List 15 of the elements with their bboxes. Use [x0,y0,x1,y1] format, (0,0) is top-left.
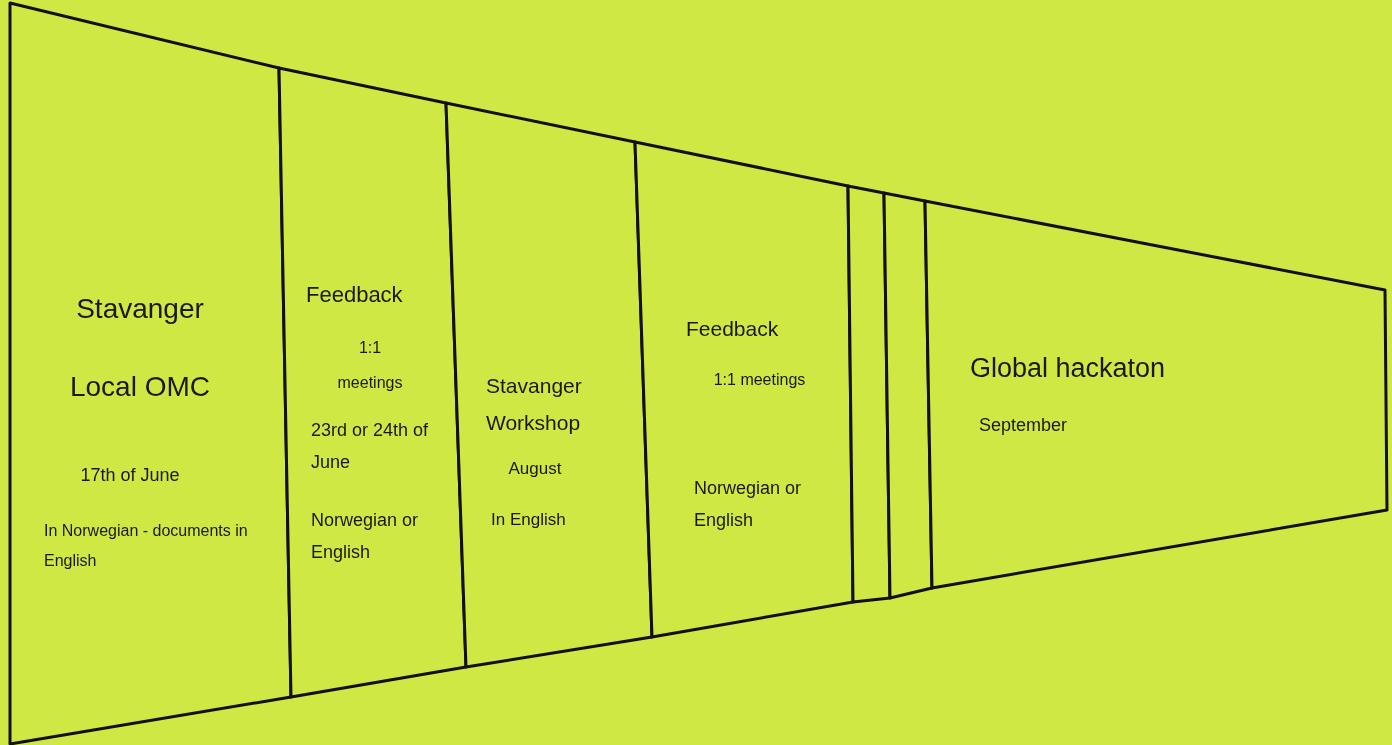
date-text: August [507,458,563,480]
event-title: Global hackaton [970,352,1167,385]
meeting-type-text: 1:1 meetings [336,338,404,394]
event-title: Stavanger Workshop [486,373,583,436]
meeting-type-text: 1:1 meetings [712,370,807,390]
event-title: Feedback [686,316,780,342]
date-text: 17th of June [79,464,181,487]
language-note: Norwegian or English [311,509,420,565]
event-title: Stavanger Local OMC [68,292,211,405]
date-text: 23rd or 24th of June [311,419,430,475]
date-text: September [979,414,1069,437]
language-note: In Norwegian - documents in English [44,521,249,572]
event-title: Feedback [306,281,404,309]
language-note: Norwegian or English [694,477,803,533]
language-note: In English [491,509,567,531]
